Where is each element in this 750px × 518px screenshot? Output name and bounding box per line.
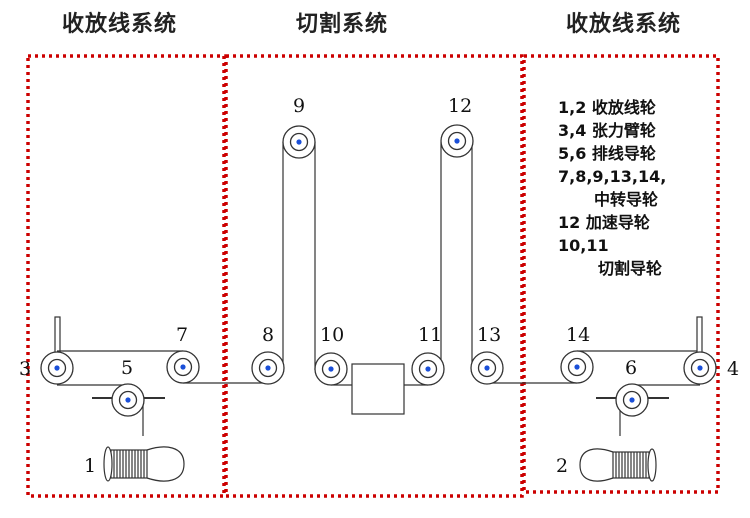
legend-line-6: 12 加速导轮 (558, 213, 650, 232)
legend-line-5: 中转导轮 (594, 190, 659, 209)
spool-2 (579, 448, 657, 482)
pulley-9 (282, 125, 316, 159)
pulley-3 (40, 351, 74, 385)
label-4: 4 (727, 358, 739, 380)
pulley-14 (560, 350, 594, 384)
legend-line-1: 1,2 收放线轮 (558, 98, 656, 117)
label-11: 11 (418, 324, 442, 346)
title-cutting-section: 切割系统 (296, 12, 389, 37)
workpiece (351, 363, 405, 415)
legend-line-3: 5,6 排线导轮 (558, 144, 656, 163)
label-9: 9 (293, 95, 305, 117)
label-12: 12 (448, 95, 472, 117)
label-3: 3 (19, 358, 31, 380)
cutting-section-border (224, 54, 524, 498)
legend-line-4: 7,8,9,13,14, (558, 167, 667, 186)
pulley-11 (411, 352, 445, 386)
pulley-10 (314, 352, 348, 386)
legend-line-7: 10,11 (558, 236, 609, 255)
spool-1 (103, 446, 185, 482)
left-section-border (26, 54, 226, 498)
pulley-7 (166, 350, 200, 384)
pulley-5 (111, 383, 145, 417)
legend-line-8: 切割导轮 (598, 259, 663, 278)
title-left-section: 收放线系统 (62, 12, 178, 37)
label-5: 5 (121, 357, 133, 379)
wire-path (54, 142, 703, 482)
label-10: 10 (320, 324, 344, 346)
label-1: 1 (84, 455, 96, 477)
title-right-section: 收放线系统 (566, 12, 682, 37)
label-7: 7 (176, 324, 188, 346)
pulley-8 (251, 351, 285, 385)
label-6: 6 (625, 357, 637, 379)
label-2: 2 (556, 455, 568, 477)
label-14: 14 (566, 324, 590, 346)
label-13: 13 (477, 324, 501, 346)
label-8: 8 (262, 324, 274, 346)
legend: 1,2 收放线轮 3,4 张力臂轮 5,6 排线导轮 7,8,9,13,14, … (558, 96, 738, 280)
legend-line-2: 3,4 张力臂轮 (558, 121, 656, 140)
pulley-6 (615, 383, 649, 417)
pulley-12 (440, 124, 474, 158)
pulley-13 (470, 351, 504, 385)
pulley-4 (683, 351, 717, 385)
